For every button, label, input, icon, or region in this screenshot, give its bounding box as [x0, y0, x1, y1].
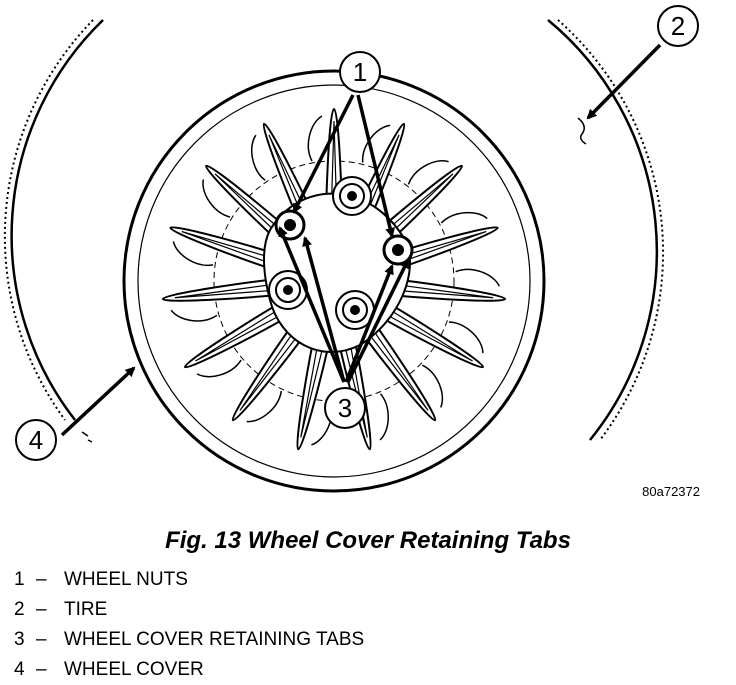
legend-label: WHEEL COVER RETAINING TABS [64, 629, 365, 650]
wheel-nuts [268, 176, 375, 330]
legend-item: 4–WHEEL COVER [14, 655, 364, 685]
retaining-tab [274, 209, 306, 241]
legend-label: TIRE [64, 599, 108, 620]
callout-1: 1 [339, 51, 381, 93]
legend: 1–WHEEL NUTS 2–TIRE 3–WHEEL COVER RETAIN… [14, 565, 364, 685]
callout-4-label: 4 [29, 425, 43, 455]
legend-separator: – [36, 599, 47, 620]
legend-number: 4 [14, 659, 25, 680]
legend-label: WHEEL NUTS [64, 569, 188, 590]
callout-3-label: 3 [338, 393, 352, 423]
legend-label: WHEEL COVER [64, 659, 204, 680]
legend-item: 3–WHEEL COVER RETAINING TABS [14, 625, 364, 655]
legend-number: 3 [14, 629, 25, 650]
legend-item: 1–WHEEL NUTS [14, 565, 364, 595]
legend-separator: – [36, 659, 47, 680]
callout-3: 3 [324, 387, 366, 429]
legend-item: 2–TIRE [14, 595, 364, 625]
wheel-nut [268, 270, 308, 310]
wheel-nut [335, 290, 375, 330]
tire [3, 19, 665, 443]
callout-4: 4 [15, 419, 57, 461]
callout-2-label: 2 [671, 11, 685, 41]
retaining-tab [382, 234, 414, 266]
legend-number: 1 [14, 569, 25, 590]
figure-caption: Fig. 13 Wheel Cover Retaining Tabs [165, 527, 571, 554]
legend-number: 2 [14, 599, 25, 620]
leader-lines [60, 43, 662, 437]
legend-separator: – [36, 629, 47, 650]
callout-2: 2 [657, 5, 699, 47]
legend-separator: – [36, 569, 47, 590]
callout-1-label: 1 [353, 57, 367, 87]
wheel-cover-diagram: 1 2 3 4 [3, 5, 699, 493]
figure-code: 80a72372 [642, 484, 700, 499]
wheel-nut [332, 176, 372, 216]
